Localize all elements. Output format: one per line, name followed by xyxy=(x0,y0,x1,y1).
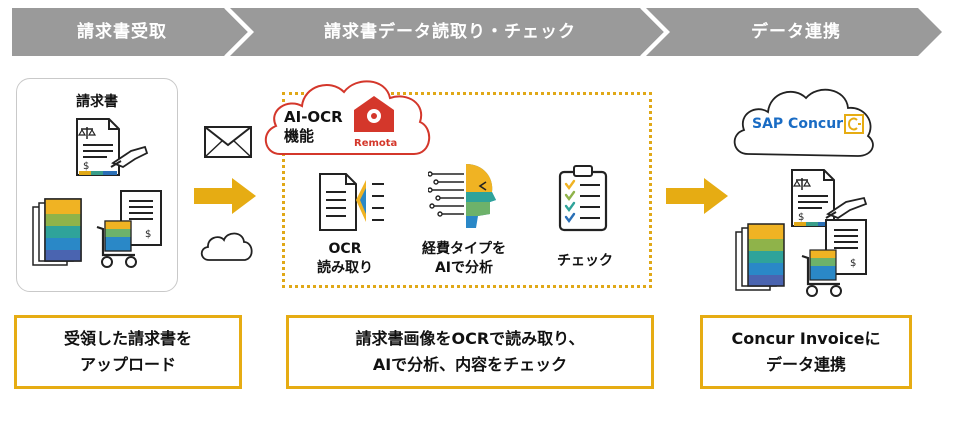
ai-analyze-label: 経費タイプを AIで分析 xyxy=(422,241,506,276)
ocr-caption-box: 請求書画像をOCRで読み取り、 AIで分析、内容をチェック xyxy=(286,315,654,389)
ocr-read-label: OCR 読み取り xyxy=(317,241,373,276)
step-1-label: 請求書受取 xyxy=(77,22,167,42)
cart-icon-right: $ xyxy=(801,219,867,297)
svg-text:$: $ xyxy=(850,258,856,269)
document-stack-icon xyxy=(32,198,82,266)
panel-title: 請求書 xyxy=(76,94,118,110)
flow-arrow-2 xyxy=(666,178,728,214)
invoice-receipt-panel: 請求書 $ $ xyxy=(16,78,178,292)
remota-brand: Remota xyxy=(354,138,398,149)
svg-text:$: $ xyxy=(145,229,151,240)
step-header-band xyxy=(12,8,942,56)
concur-cloud xyxy=(733,88,874,157)
concur-logo-icon xyxy=(844,114,864,134)
ai-ocr-cloud xyxy=(265,80,430,155)
ai-head-icon xyxy=(428,164,496,228)
svg-text:$: $ xyxy=(798,212,804,223)
envelope-icon xyxy=(204,126,252,158)
step-3-label: データ連携 xyxy=(751,22,841,42)
checklist-icon xyxy=(558,165,608,232)
cloud-icon xyxy=(200,232,253,261)
document-stack-icon-right xyxy=(735,223,785,291)
ai-ocr-label: AI-OCR 機能 xyxy=(284,108,343,145)
cart-icon: $ xyxy=(96,190,162,268)
remota-logo-icon xyxy=(354,96,394,132)
flow-arrow-1 xyxy=(194,178,256,214)
ai-ocr-area xyxy=(282,92,652,288)
link-caption-box: Concur Invoiceに データ連携 xyxy=(700,315,912,389)
receive-caption-box: 受領した請求書を アップロード xyxy=(14,315,242,389)
step-2-label: 請求書データ読取り・チェック xyxy=(324,22,576,42)
svg-text:$: $ xyxy=(83,161,89,172)
invoice-icon: $ xyxy=(76,118,149,176)
ocr-scan-icon xyxy=(319,173,384,231)
sap-concur-brand: SAP Concur xyxy=(752,116,844,132)
check-label: チェック xyxy=(557,253,613,269)
